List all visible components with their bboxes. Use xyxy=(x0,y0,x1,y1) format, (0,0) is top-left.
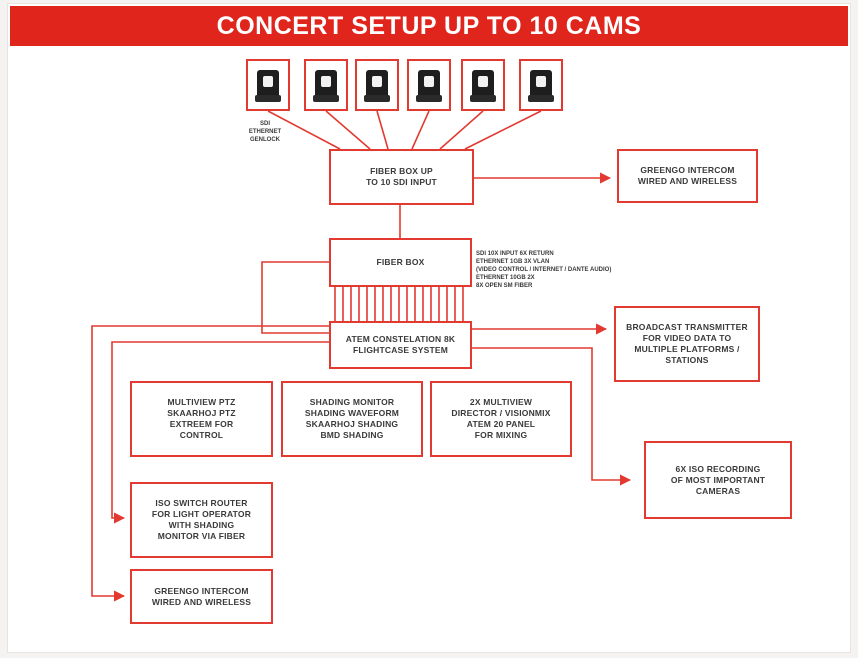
camera-3 xyxy=(355,59,399,111)
wire-cam-5 xyxy=(439,110,484,150)
diagram-title: CONCERT SETUP UP TO 10 CAMS xyxy=(216,11,642,40)
wire-to-iso-switch xyxy=(111,341,329,524)
wire-to-intercom-bottom xyxy=(91,325,329,602)
intercom-top-label: GREENGO INTERCOM WIRED AND WIRELESS xyxy=(637,165,738,186)
camera-connection-note: SDI ETHERNET GENLOCK xyxy=(248,121,282,143)
wire-cam-1 xyxy=(267,110,341,150)
atem-constelation-label: ATEM CONSTELATION 8K FLIGHTCASE SYSTEM xyxy=(345,334,456,355)
wire-cam-3 xyxy=(376,110,389,150)
wire-fiberbox-loop xyxy=(261,261,329,334)
iso-recording-label: 6X ISO RECORDING OF MOST IMPORTANT CAMER… xyxy=(670,463,766,496)
multiview-ptz-box: MULTIVIEW PTZ SKAARHOJ PTZ EXTREEM FOR C… xyxy=(130,381,273,457)
broadcast-transmitter-box: BROADCAST TRANSMITTER FOR VIDEO DATA TO … xyxy=(614,306,760,382)
fiber-box: FIBER BOX xyxy=(329,238,472,287)
intercom-bottom-label: GREENGO INTERCOM WIRED AND WIRELESS xyxy=(151,585,252,607)
atem-constelation-box: ATEM CONSTELATION 8K FLIGHTCASE SYSTEM xyxy=(329,321,472,369)
fiber-box-specs-note: SDI 10X INPUT 6X RETURN ETHERNET 1GB 3X … xyxy=(476,251,612,289)
multiview-director-box: 2X MULTIVIEW DIRECTOR / VISIONMIX ATEM 2… xyxy=(430,381,572,457)
camera-6 xyxy=(519,59,563,111)
wire-cam-4 xyxy=(411,110,430,150)
shading-monitor-label: SHADING MONITOR SHADING WAVEFORM SKAARHO… xyxy=(304,397,400,440)
camera-icon xyxy=(416,70,442,102)
camera-icon xyxy=(364,70,390,102)
camera-icon xyxy=(528,70,554,102)
fiber-box-label: FIBER BOX xyxy=(376,257,425,267)
wire-cam-2 xyxy=(325,110,371,150)
intercom-top-box: GREENGO INTERCOM WIRED AND WIRELESS xyxy=(617,149,758,203)
camera-icon xyxy=(255,70,281,102)
iso-switch-router-box: ISO SWITCH ROUTER FOR LIGHT OPERATOR WIT… xyxy=(130,482,273,558)
camera-1 xyxy=(246,59,290,111)
camera-5 xyxy=(461,59,505,111)
broadcast-transmitter-label: BROADCAST TRANSMITTER FOR VIDEO DATA TO … xyxy=(626,322,748,365)
shading-monitor-box: SHADING MONITOR SHADING WAVEFORM SKAARHO… xyxy=(281,381,423,457)
iso-switch-router-label: ISO SWITCH ROUTER FOR LIGHT OPERATOR WIT… xyxy=(151,498,252,541)
wire-to-iso-recording xyxy=(472,347,632,486)
wire-cam-6 xyxy=(464,110,542,150)
camera-4 xyxy=(407,59,451,111)
fiber-box-up-label: FIBER BOX UP TO 10 SDI INPUT xyxy=(366,166,437,187)
camera-2 xyxy=(304,59,348,111)
title-banner: CONCERT SETUP UP TO 10 CAMS xyxy=(10,6,848,46)
iso-recording-box: 6X ISO RECORDING OF MOST IMPORTANT CAMER… xyxy=(644,441,792,519)
fiber-bundle xyxy=(334,287,464,321)
camera-icon xyxy=(470,70,496,102)
camera-icon xyxy=(313,70,339,102)
intercom-bottom-box: GREENGO INTERCOM WIRED AND WIRELESS xyxy=(130,569,273,624)
multiview-ptz-label: MULTIVIEW PTZ SKAARHOJ PTZ EXTREEM FOR C… xyxy=(167,397,236,440)
fiber-box-up: FIBER BOX UP TO 10 SDI INPUT xyxy=(329,149,474,205)
multiview-director-label: 2X MULTIVIEW DIRECTOR / VISIONMIX ATEM 2… xyxy=(451,397,551,440)
